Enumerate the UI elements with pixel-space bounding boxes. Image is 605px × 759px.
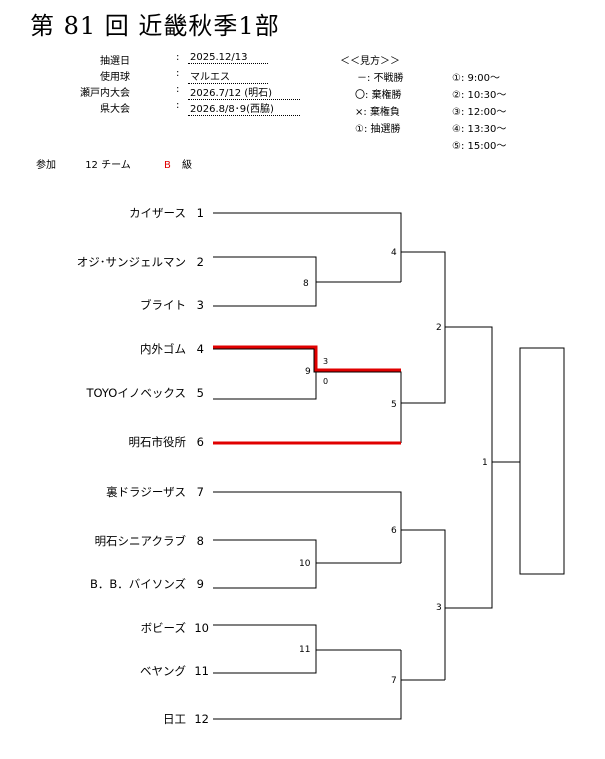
team-name: オジ･サンジェルマン <box>77 255 186 269</box>
team-labels: カイザース 1 オジ･サンジェルマン 2 ブライト 3 内外ゴム 4 TOYOイ… <box>77 206 209 726</box>
bracket-line-team-1 <box>213 212 402 252</box>
team-number: 2 <box>197 255 204 269</box>
participants-count: 12 チーム <box>85 160 131 171</box>
team-number: 8 <box>197 534 204 548</box>
info-label: 瀬戸内大会 <box>80 88 130 99</box>
champion-box <box>519 347 565 575</box>
info-colon: : <box>176 52 180 63</box>
legend-time: ③: 12:00～ <box>452 107 507 118</box>
legend-meaning: 棄権負 <box>369 107 400 118</box>
bracket-lines <box>213 212 565 720</box>
bracket-match-1 <box>445 326 493 609</box>
match-number: 2 <box>436 323 442 333</box>
info-colon: : <box>176 84 180 95</box>
legend-time: ⑤: 15:00～ <box>452 141 507 152</box>
score-top: 3 <box>323 357 328 366</box>
legend-mark: －: 不戦勝 <box>357 69 404 84</box>
legend-mark: ×: 棄権負 <box>355 103 400 118</box>
bracket-line-team-12 <box>213 650 402 720</box>
winning-lines <box>213 345 401 445</box>
bracket-match-3 <box>401 529 446 680</box>
bracket-match-10 <box>213 539 317 589</box>
match-number: 5 <box>391 400 397 410</box>
match-number: 9 <box>305 367 311 377</box>
legend-symbol: 〇: <box>355 90 369 101</box>
team-name: ベヤング <box>140 664 186 678</box>
legend-time: ②: 10:30～ <box>452 90 507 101</box>
team-name: 明石市役所 <box>129 435 187 449</box>
legend-time: ④: 13:30～ <box>452 124 507 135</box>
legend-symbol: ①: <box>355 124 368 135</box>
match-number: 4 <box>391 248 397 258</box>
legend-meaning: 不戦勝 <box>373 73 404 84</box>
legend-symbol: ×: <box>355 107 367 118</box>
team-name: B．B．バイソンズ <box>90 577 186 591</box>
match-number: 6 <box>391 526 397 536</box>
participants-line: 参加 12 チーム B 級 <box>36 156 192 171</box>
team-number: 5 <box>197 386 204 400</box>
team-number: 12 <box>194 712 209 726</box>
legend-meaning: 抽選勝 <box>370 124 401 135</box>
match-numbers: 4 8 2 9 5 1 6 10 3 11 7 <box>299 248 488 686</box>
team-name: カイザース <box>129 206 186 220</box>
team-number: 10 <box>194 621 209 635</box>
team-name: ボビーズ <box>141 621 186 635</box>
page-title: 第 81 回 近畿秋季1部 <box>30 12 280 40</box>
legend-meaning: 棄権勝 <box>371 90 402 101</box>
participants-grade-suffix: 級 <box>182 160 193 171</box>
participants-grade-letter: B <box>163 160 171 171</box>
team-name: 明石シニアクラブ <box>95 534 187 548</box>
legend-time: ①: 9:00～ <box>452 73 500 84</box>
team-name: ブライト <box>140 298 186 312</box>
participants-prefix: 参加 <box>36 160 56 171</box>
match-number: 8 <box>303 279 309 289</box>
match-number: 10 <box>299 559 311 569</box>
team-number: 3 <box>197 298 204 312</box>
win-path-team-4 <box>213 345 401 372</box>
team-number: 4 <box>197 342 204 356</box>
score-bottom: 0 <box>323 377 328 386</box>
team-number: 7 <box>197 485 204 499</box>
legend-mark: ①: 抽選勝 <box>355 120 401 135</box>
team-number: 11 <box>194 664 209 678</box>
win-path-outline <box>213 348 402 403</box>
info-value: 2026.7/12 (明石) <box>188 84 300 100</box>
match-number: 11 <box>299 645 310 655</box>
info-label: 使用球 <box>100 72 130 83</box>
team-name: 裏ドラジーザス <box>106 485 186 499</box>
team-number: 9 <box>197 577 204 591</box>
match-number: 1 <box>482 458 488 468</box>
info-value: マルエス <box>188 68 268 84</box>
match-number: 7 <box>391 676 397 686</box>
info-colon: : <box>176 68 180 79</box>
info-value: 2026.8/8･9(西脇) <box>188 100 300 116</box>
info-value: 2025.12/13 <box>188 52 268 64</box>
bracket-match-11 <box>213 624 317 674</box>
team-name: 内外ゴム <box>140 342 186 356</box>
info-label: 県大会 <box>100 104 130 115</box>
bracket-line-team-7 <box>213 491 402 530</box>
bracket-line-team-5 <box>213 372 317 400</box>
info-colon: : <box>176 100 180 111</box>
legend-mark: 〇: 棄権勝 <box>355 86 402 101</box>
team-number: 1 <box>197 206 204 220</box>
legend-heading: ＜＜見方＞＞ <box>340 56 400 67</box>
bracket-match-8 <box>213 256 317 307</box>
match-number: 3 <box>436 603 442 613</box>
team-name: 日工 <box>163 712 186 726</box>
team-name: TOYOイノベックス <box>85 386 186 400</box>
legend-symbol: －: <box>357 73 371 84</box>
team-number: 6 <box>197 435 204 449</box>
info-label: 抽選日 <box>100 56 130 67</box>
